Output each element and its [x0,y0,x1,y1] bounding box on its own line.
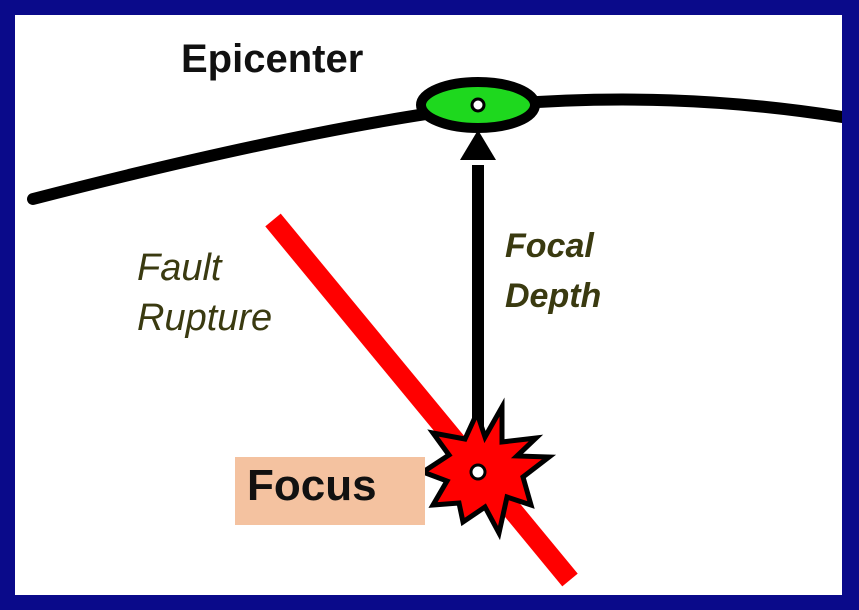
epicenter-label: Epicenter [181,37,363,82]
focal-depth-label: Focal Depth [505,221,601,321]
fault-rupture-label: Fault Rupture [137,243,272,343]
focus-dot [471,465,485,479]
focus-label: Focus [247,461,377,511]
diagram-frame: Epicenter Fault Rupture Focal Depth Focu… [15,15,842,595]
epicenter-dot [472,99,484,111]
focal-label-line1: Focal [505,221,601,271]
arrow-head-icon [460,130,496,160]
focal-label-line2: Depth [505,271,601,321]
fault-label-line1: Fault [137,243,272,293]
fault-label-line2: Rupture [137,293,272,343]
